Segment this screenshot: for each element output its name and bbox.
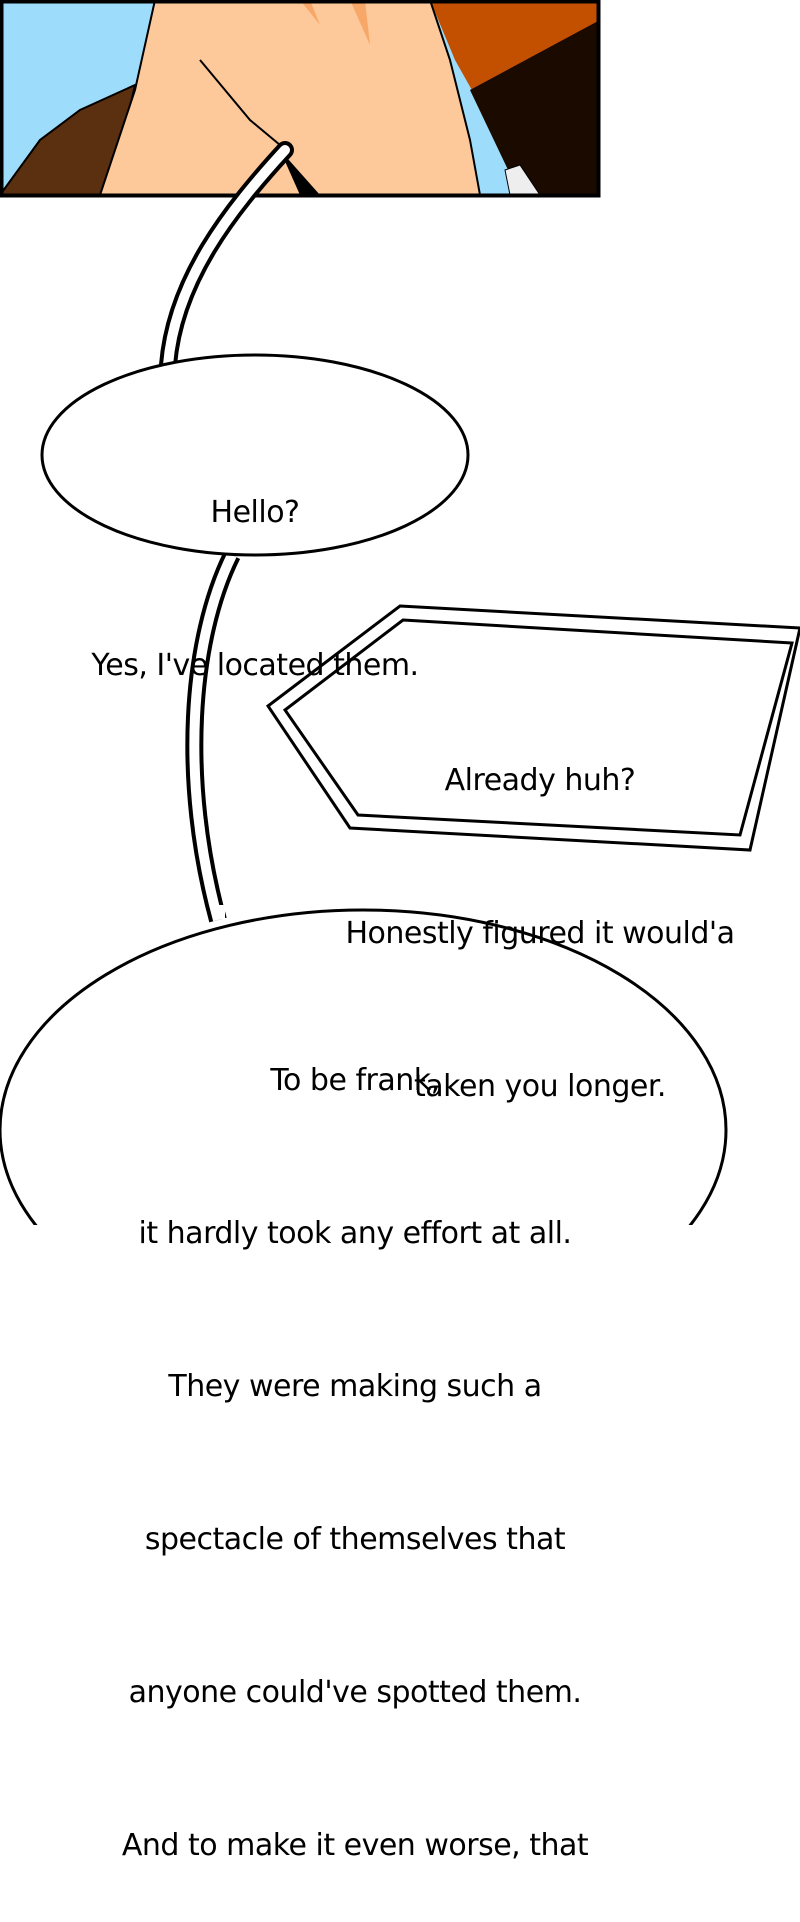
bubble-line: it hardly took any effort at all. — [138, 1216, 572, 1251]
speech-tails — [159, 141, 294, 923]
speech-bubble-2 — [265, 604, 800, 852]
bubble-1-text: Hello? Yes, I've located them. — [40, 385, 470, 742]
bubble-2-text: Already huh? Honestly figured it would'a… — [290, 653, 790, 1163]
bubble-line: Already huh? — [444, 763, 636, 798]
speech-bubble-1 — [40, 353, 470, 557]
comic-artwork — [0, 0, 800, 1225]
bubble-line: Hello? — [210, 495, 300, 530]
bubble-line: They were making such a — [168, 1369, 542, 1404]
bubble-line: And to make it even worse, that — [121, 1828, 589, 1863]
bubble-line: taken you longer. — [414, 1069, 666, 1104]
bubble-line: To be frank, — [270, 1063, 440, 1098]
bubble-line: Honestly figured it would'a — [345, 916, 735, 951]
bubble-line: anyone could've spotted them. — [128, 1675, 582, 1710]
bubble-line: spectacle of themselves that — [144, 1522, 566, 1557]
top-panel — [0, 0, 601, 198]
bubble-line: Yes, I've located them. — [91, 648, 419, 683]
bubble-3-text: To be frank, it hardly took any effort a… — [0, 953, 710, 1922]
speech-bubble-3 — [0, 908, 728, 1225]
